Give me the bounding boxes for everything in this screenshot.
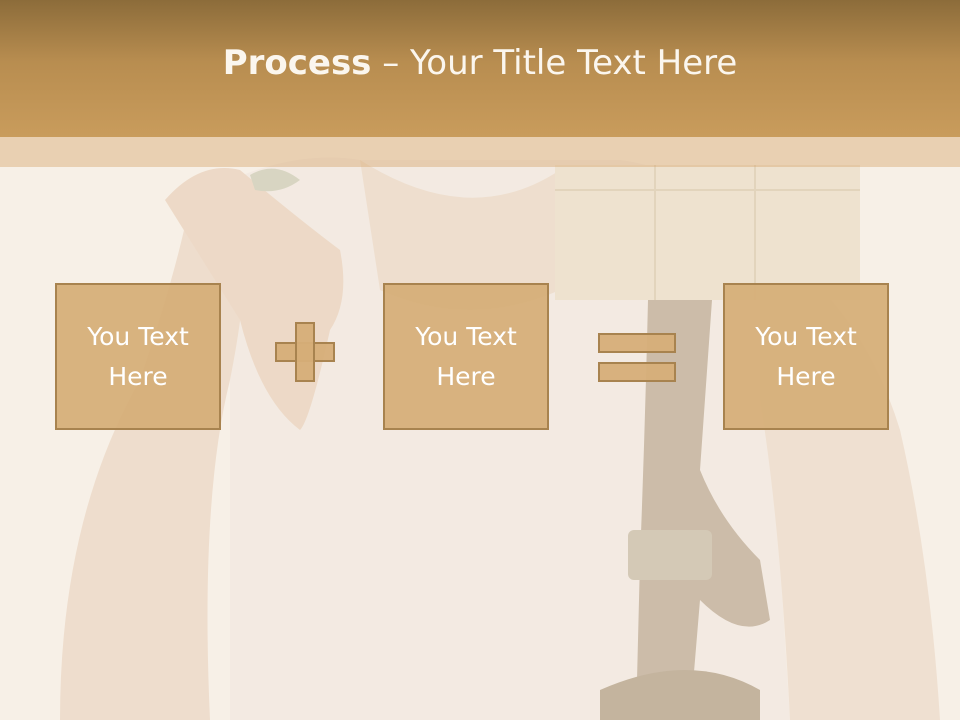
slide-title-bold: Process	[222, 42, 372, 83]
slide-title-rest: – Your Title Text Here	[371, 42, 738, 83]
slide-title: Process – Your Title Text Here	[223, 43, 738, 83]
title-bar: Process – Your Title Text Here	[0, 0, 960, 137]
process-step-2[interactable]: You Text Here	[383, 283, 549, 430]
plus-icon-center	[297, 344, 313, 360]
equals-icon-top-bar	[598, 333, 676, 353]
process-step-1[interactable]: You Text Here	[55, 283, 221, 430]
title-accent-band	[0, 137, 960, 167]
equals-icon-bottom-bar	[598, 362, 676, 382]
process-step-3[interactable]: You Text Here	[723, 283, 889, 430]
